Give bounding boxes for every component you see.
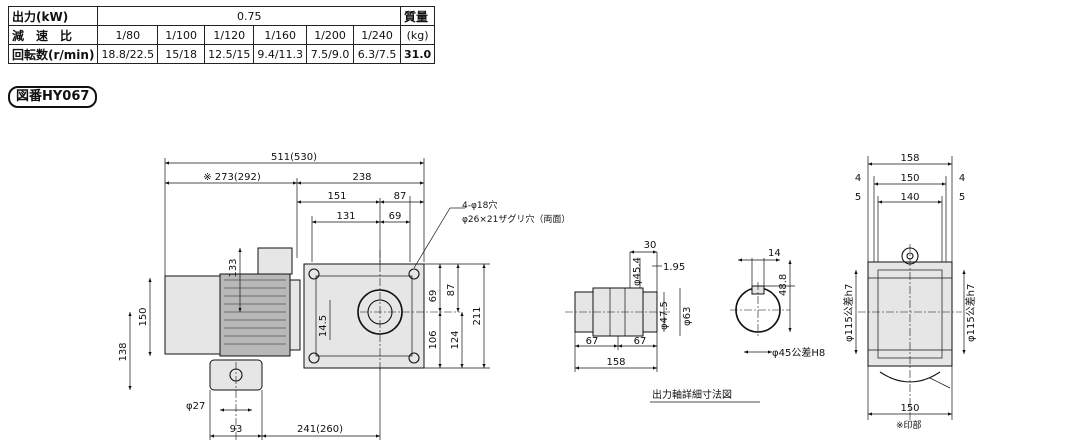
end-dim-5-right: 5 [959, 192, 965, 203]
speed-label: 回転数(r/min) [7, 44, 99, 64]
figure-number: 図番HY067 [8, 86, 98, 108]
dim-48-8: 48.8 [778, 274, 789, 296]
dim-93: 93 [230, 424, 243, 435]
spec-table: 出力(kW) 0.75 質量 減 速 比 1/80 1/100 1/120 1/… [7, 6, 436, 64]
spec-row-ratio: 減 速 比 1/80 1/100 1/120 1/160 1/200 1/240… [7, 25, 436, 45]
dim-gear-length: 238 [352, 172, 371, 183]
ratio-cell: 1/240 [353, 25, 402, 45]
shaft-detail-caption: 出力軸詳細寸法図 [652, 388, 732, 401]
dim-14-5: 14.5 [318, 315, 329, 337]
dim-69-right: 69 [428, 290, 439, 303]
dim-14: 14 [768, 248, 781, 259]
end-dim-150-top: 150 [900, 173, 919, 184]
dim-241: 241(260) [297, 424, 343, 435]
dim-1-95: 1.95 [663, 262, 685, 273]
dim-67a: 67 [586, 336, 599, 347]
dim-overall-length: 511(530) [271, 152, 317, 163]
hole-note-2: φ26×21ザグリ穴（両面） [462, 213, 570, 225]
side-view: 511(530) ※ 273(292) 238 151 87 131 69 [118, 152, 570, 440]
end-dim-5-left: 5 [855, 192, 861, 203]
speed-cell: 9.4/11.3 [253, 44, 308, 64]
ratio-cell: 1/80 [97, 25, 159, 45]
spec-row-speed: 回転数(r/min) 18.8/22.5 15/18 12.5/15 9.4/1… [7, 44, 436, 64]
motor-fan-cover [164, 275, 221, 355]
dim-87-top: 87 [394, 191, 407, 202]
dim-45-4: φ45.4 [632, 257, 643, 286]
end-dim-140: 140 [900, 192, 919, 203]
speed-cell: 7.5/9.0 [306, 44, 355, 64]
dim-67b: 67 [634, 336, 647, 347]
end-dim-158: 158 [900, 153, 919, 164]
speed-cell: 12.5/15 [204, 44, 255, 64]
dim-63: φ63 [682, 307, 693, 326]
dim-bore: φ45公差H8 [772, 346, 825, 359]
gearbox-housing [303, 263, 425, 369]
dim-150: 150 [138, 307, 149, 326]
dim-106: 106 [428, 330, 439, 349]
end-view: 158 4 150 4 5 140 5 φ115公差h7 φ115公差h7 15… [842, 153, 977, 431]
dim-133: 133 [228, 258, 239, 277]
dim-47-5: φ47.5 [659, 301, 670, 330]
dim-211: 211 [472, 306, 483, 325]
dim-158-shaft: 158 [606, 357, 625, 368]
dim-30: 30 [644, 240, 657, 251]
speed-cell: 6.3/7.5 [353, 44, 402, 64]
end-dim-115-right: φ115公差h7 [964, 284, 977, 342]
end-dim-115-left: φ115公差h7 [842, 284, 855, 342]
ratio-cell: 1/100 [157, 25, 206, 45]
mass-value: 31.0 [400, 44, 436, 64]
end-dim-150-bottom: 150 [900, 403, 919, 414]
dim-124: 124 [450, 330, 461, 349]
end-dim-4-left: 4 [855, 173, 861, 184]
dim-138: 138 [118, 342, 129, 361]
end-note-mark: ※印部 [896, 419, 922, 431]
hole-note-1: 4-φ18穴 [462, 199, 497, 211]
shaft-detail: 30 φ45.4 1.95 φ47.5 φ63 67 67 158 14 48.… [565, 240, 825, 403]
speed-cell: 18.8/22.5 [97, 44, 159, 64]
end-dim-4-right: 4 [959, 173, 965, 184]
dim-131: 131 [336, 211, 355, 222]
terminal-box [257, 247, 293, 275]
dim-motor-length: ※ 273(292) [203, 172, 261, 183]
dim-69-top: 69 [389, 211, 402, 222]
dim-151: 151 [327, 191, 346, 202]
dim-27: φ27 [186, 401, 205, 412]
dim-87-right: 87 [446, 284, 457, 297]
